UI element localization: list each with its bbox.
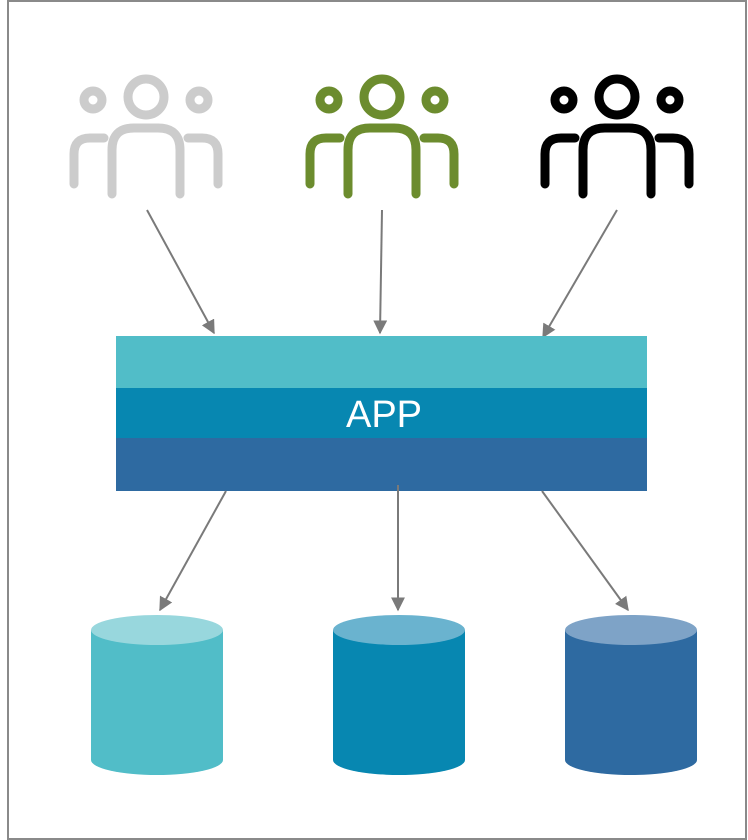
connector-arrow	[146, 209, 215, 335]
database-cylinder-icon	[565, 615, 697, 775]
app-band-middle	[116, 388, 647, 438]
user-group-icon	[69, 74, 223, 199]
connector-arrow	[373, 209, 388, 335]
app-band-top	[116, 336, 647, 388]
connector-arrow	[159, 490, 227, 612]
database-cylinder-icon	[91, 615, 223, 775]
user-group-icon	[305, 74, 459, 199]
connector-arrow	[542, 209, 618, 339]
app-label: APP	[346, 394, 422, 436]
user-group-icon	[540, 74, 694, 199]
app-block: APP	[116, 336, 647, 491]
app-band-bottom	[116, 438, 647, 491]
connector-arrow	[541, 490, 629, 612]
database-cylinder-icon	[333, 615, 465, 775]
